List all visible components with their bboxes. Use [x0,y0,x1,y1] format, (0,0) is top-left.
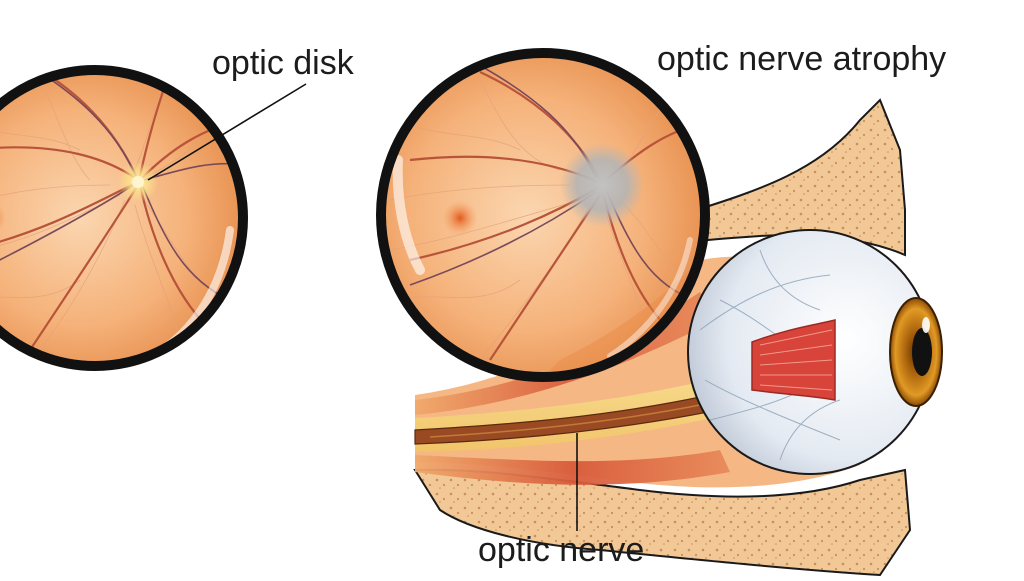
normal-fundus-view [0,65,248,371]
optic-nerve-atrophy-label: optic nerve atrophy [657,40,947,78]
inferior-muscle [415,450,730,485]
eyeball [687,229,943,475]
orbit-anatomy [413,98,943,577]
eye-muscle [751,319,836,401]
optic-disk-label: optic disk [212,44,354,82]
pale-optic-disk [560,143,644,227]
upper-orbital-bone [689,98,906,257]
optic-disk-leader-line [147,83,307,181]
optic-nerve-fiber [429,403,706,438]
pupil [912,328,932,376]
optic-nerve-label: optic nerve [478,531,645,569]
superior-muscle [415,292,720,415]
